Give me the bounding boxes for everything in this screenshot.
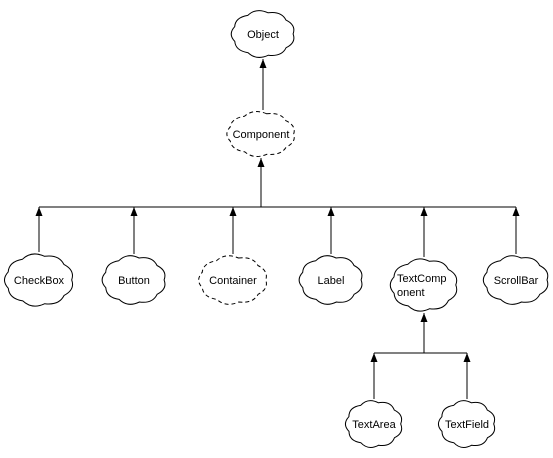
node-label: TextArea <box>352 419 396 431</box>
arrowhead-bus-textcomponent <box>420 207 428 216</box>
arrowhead-bus-container <box>229 207 237 216</box>
node-object: Object <box>230 10 295 58</box>
node-label: Label <box>298 255 363 305</box>
node-label: ScrollBar <box>494 275 539 287</box>
cloud-shape <box>230 10 295 58</box>
arrowhead-bus-textfield <box>463 353 471 362</box>
cloud-shape <box>101 255 166 305</box>
cloud-shape <box>198 255 267 305</box>
arrowhead-bus-scrollbar <box>512 207 520 216</box>
node-label: onent <box>397 287 425 299</box>
node-label: Label <box>318 275 345 287</box>
arrowhead-object <box>259 59 267 68</box>
node-textfield: TextField <box>437 400 496 448</box>
node-label: CheckBox <box>14 275 65 287</box>
cloud-shape <box>389 258 458 312</box>
node-label: Object <box>247 29 279 41</box>
cloud-shape <box>344 400 403 448</box>
node-component: Component <box>226 111 295 157</box>
cloud-shape <box>3 253 74 307</box>
cloud-shape <box>298 255 363 305</box>
arrowhead-bus-label <box>327 207 335 216</box>
node-label: Button <box>118 275 150 287</box>
arrowhead-textcomponent <box>420 313 428 322</box>
cloud-shape <box>482 255 549 305</box>
node-scrollbar: ScrollBar <box>482 255 549 305</box>
node-textarea: TextArea <box>344 400 403 448</box>
cloud-shape <box>437 400 496 448</box>
arrowhead-bus-checkbox <box>35 207 43 216</box>
node-label: TextField <box>445 419 489 431</box>
node-textcomponent: TextComp onent <box>389 258 458 312</box>
node-label: Component <box>233 129 290 141</box>
node-checkbox: CheckBox <box>3 253 74 307</box>
node-button: Button <box>101 255 166 305</box>
node-container: Container <box>198 255 267 305</box>
node-label: TextComp <box>397 273 447 285</box>
arrowhead-component <box>257 158 265 167</box>
arrowhead-bus-button <box>130 207 138 216</box>
cloud-shape <box>226 111 295 157</box>
arrowhead-bus-textarea <box>370 353 378 362</box>
node-label: Container <box>209 275 257 287</box>
edges-layer <box>35 59 520 399</box>
